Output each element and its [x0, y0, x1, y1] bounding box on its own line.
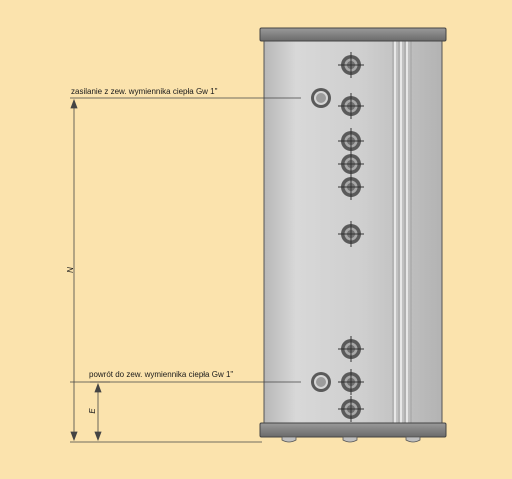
return-label: powrót do zew. wymiennika ciepła Gw 1" — [89, 370, 234, 379]
tank-foot-icon — [281, 436, 297, 443]
pipe-connector-icon — [338, 369, 364, 395]
dimension-n-line — [70, 98, 78, 442]
dimension-n-label: N — [66, 267, 75, 273]
tank-bottom-cap — [259, 422, 447, 438]
side-port-icon — [311, 88, 331, 108]
pipe-connector-icon — [338, 151, 364, 177]
tank-foot-icon — [405, 436, 421, 443]
tank-foot-icon — [342, 436, 358, 443]
pipe-connector-icon — [338, 396, 364, 422]
dimension-e-label: E — [88, 408, 97, 414]
tank-top-cap — [259, 27, 447, 42]
pipe-connector-icon — [338, 174, 364, 200]
dimension-e-line — [94, 382, 102, 442]
pipe-connector-icon — [338, 221, 364, 247]
leader-lines — [70, 97, 301, 443]
side-port-icon — [311, 372, 331, 392]
pipe-connector-icon — [338, 93, 364, 119]
side-ports — [311, 88, 331, 392]
pipe-connectors — [338, 52, 364, 422]
tank-feet — [281, 436, 421, 443]
pipe-connector-icon — [338, 128, 364, 154]
pipe-connector-icon — [338, 336, 364, 362]
tank-stripes — [394, 40, 408, 424]
supply-label: zasilanie z zew. wymiennika ciepła Gw 1" — [71, 87, 218, 96]
pipe-connector-icon — [338, 52, 364, 78]
